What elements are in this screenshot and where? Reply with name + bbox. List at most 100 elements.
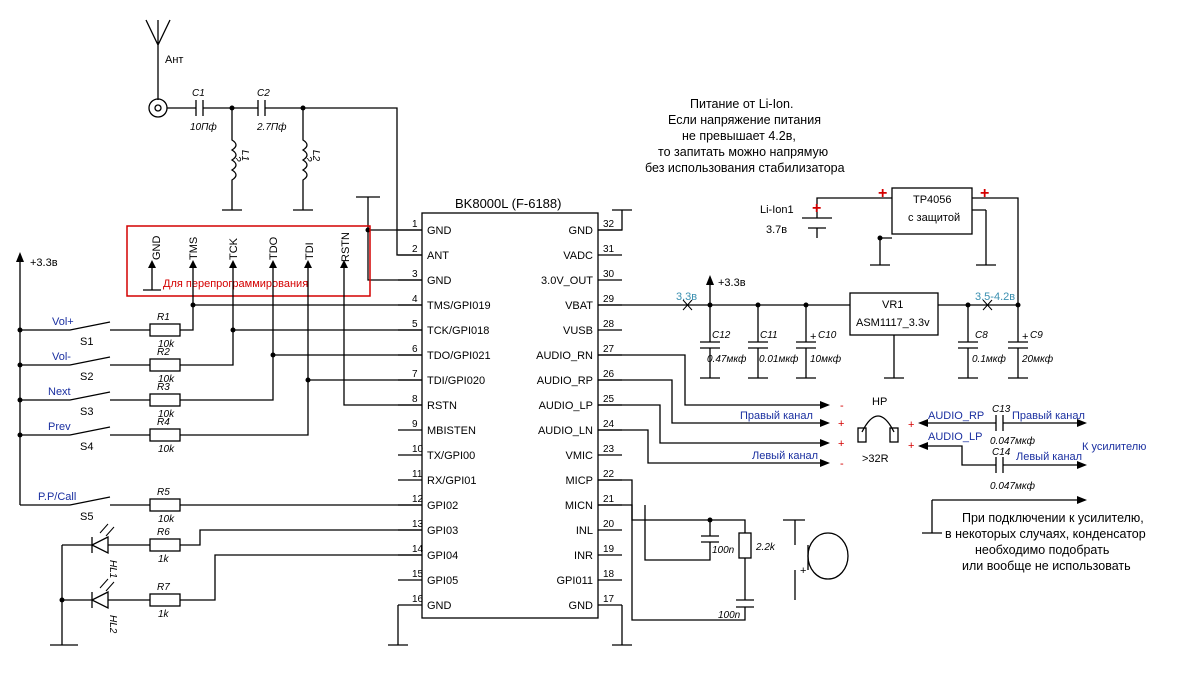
chip-pin-number: 9	[412, 419, 418, 430]
prog-pin-gnd: GND	[151, 236, 163, 261]
btn-s5-label: P.P/Call	[38, 491, 76, 503]
c8-value: 0.1мкф	[972, 353, 1006, 365]
chip-pin-name: GPI04	[427, 550, 458, 562]
mic-c2-value: 100n	[718, 610, 741, 621]
btn-s2-label: Vol-	[52, 351, 71, 363]
battery-charger: Li-Ion1 3.7в + TP4056 с защитой + +	[760, 185, 1019, 305]
l2-ref: L2	[310, 150, 321, 162]
chip-pin-number: 19	[603, 544, 615, 555]
l1-ref: L1	[239, 150, 250, 161]
right-channel-label: Правый канал	[740, 410, 813, 422]
chip-pin-number: 31	[603, 244, 615, 255]
chip-pin-name: INL	[576, 525, 593, 537]
c1-value: 10Пф	[190, 121, 217, 133]
chip-pin-name: VMIC	[566, 450, 594, 462]
btn-s1-val: 10k	[158, 339, 175, 350]
power-note-line-2: Если напряжение питания	[668, 113, 821, 127]
amp-lp-sign: +	[908, 440, 914, 452]
chip-pin-name: RSTN	[427, 400, 457, 412]
chip-pin-number: 15	[412, 569, 424, 580]
btn-s5-res: R5	[157, 487, 170, 498]
chip-pin-name: MICP	[566, 475, 594, 487]
chip-pin-number: 1	[412, 219, 418, 230]
c9-plus: +	[1022, 331, 1028, 343]
hp-ref: HP	[872, 396, 887, 408]
btn-s2-val: 10k	[158, 374, 175, 385]
chip-pin-name: TDO/GPI021	[427, 350, 491, 362]
led1-ref: HL1	[107, 560, 118, 578]
power-note-line-1: Питание от Li-Ion.	[690, 97, 793, 111]
btn-s4-res: R4	[157, 417, 170, 428]
regulator: VR1 ASM1117_3.3v 3.3в 3.5-4.2в +3.3в C12…	[598, 275, 1054, 379]
chip-pin-number: 5	[412, 319, 418, 330]
amp-right-channel: Правый канал	[1012, 410, 1085, 422]
chip-pin-name: AUDIO_RN	[536, 350, 593, 362]
btn-s1-label: Vol+	[52, 316, 74, 328]
c13-ref: C13	[992, 404, 1011, 415]
hp-impedance: >32R	[862, 453, 889, 465]
rf-filter: C1 10Пф C2 2.7Пф L1 ? L2 ?	[167, 88, 422, 256]
chip-right-pins: 32GND31VADC303.0V_OUT29VBAT28VUSB27AUDIO…	[536, 219, 622, 612]
l1-value: ?	[231, 156, 242, 162]
chip-pin-name: VBAT	[565, 300, 593, 312]
hp-ln-sign: -	[840, 458, 844, 470]
btn-s2-res: R2	[157, 347, 170, 358]
power-note-line-4: то запитать можно напрямую	[658, 145, 828, 159]
chip-pin-number: 18	[603, 569, 615, 580]
hp-rp-sign: +	[838, 418, 844, 430]
chip-pin-name: MBISTEN	[427, 425, 476, 437]
chip-pin-name: AUDIO_LN	[538, 425, 593, 437]
led2-ref: HL2	[107, 615, 118, 634]
chip-pin-name: AUDIO_RP	[537, 375, 593, 387]
c9-ref: C9	[1030, 330, 1043, 341]
supply-rail-label: +3.3в	[30, 257, 58, 269]
amp-rp-label: AUDIO_RP	[928, 410, 984, 422]
c10-ref: C10	[818, 330, 837, 341]
chip-pin-name: GPI011	[557, 575, 594, 587]
chip-pin-name: TX/GPI00	[427, 450, 475, 462]
chip-pin-number: 6	[412, 344, 418, 355]
chip-pin-number: 16	[412, 594, 424, 605]
chip-pin-number: 14	[412, 544, 424, 555]
chip-pin-number: 13	[412, 519, 424, 530]
chip-pin-number: 25	[603, 394, 615, 405]
vin-label: 3.5-4.2в	[975, 291, 1015, 303]
mic-c1-value: 100n	[712, 545, 735, 556]
btn-s3-label: Next	[48, 386, 71, 398]
chip-pin-name: GND	[427, 225, 452, 237]
amp-left-channel: Левый канал	[1016, 451, 1082, 463]
btn-s4-val: 10k	[158, 444, 175, 455]
c2-ref: C2	[257, 88, 270, 99]
antenna: Ант	[145, 19, 183, 118]
chip-pin-name: GND	[569, 225, 594, 237]
chip: BK8000L (F-6188) 1GND2ANT3GND4TMS/GPI019…	[398, 196, 622, 619]
chip-pin-name: 3.0V_OUT	[541, 275, 593, 287]
amp-lp-label: AUDIO_LP	[928, 431, 982, 443]
chip-pin-name: RX/GPI01	[427, 475, 477, 487]
led1-val: 1k	[158, 554, 170, 565]
c11-value: 0.01мкф	[759, 353, 799, 365]
chip-pin-name: INR	[574, 550, 593, 562]
btn-s4-label: Prev	[48, 421, 71, 433]
chip-pin-number: 32	[603, 219, 615, 230]
amp-note: При подключении к усилителю, в некоторых…	[945, 511, 1146, 573]
prog-pin-tdo: TDO	[268, 236, 280, 260]
chip-pin-number: 10	[412, 444, 424, 455]
mic-plus: +	[800, 565, 806, 577]
chip-pin-name: TDI/GPI020	[427, 375, 485, 387]
chip-pin-name: GPI05	[427, 575, 458, 587]
btn-s3-val: 10k	[158, 409, 175, 420]
chip-pin-number: 11	[412, 469, 423, 480]
c11-ref: C11	[760, 330, 778, 341]
battery-plus: +	[812, 200, 821, 217]
charger-in-plus: +	[878, 185, 887, 202]
btn-s5-switch: S5	[80, 511, 93, 523]
chip-pin-number: 24	[603, 419, 615, 430]
chip-pin-name: ANT	[427, 250, 449, 262]
prog-pin-tms: TMS	[188, 237, 200, 260]
btn-s2-switch: S2	[80, 371, 93, 383]
btn-s5-val: 10k	[158, 514, 175, 525]
chip-pin-number: 23	[603, 444, 615, 455]
power-note: Питание от Li-Ion. Если напряжение питан…	[645, 97, 845, 175]
